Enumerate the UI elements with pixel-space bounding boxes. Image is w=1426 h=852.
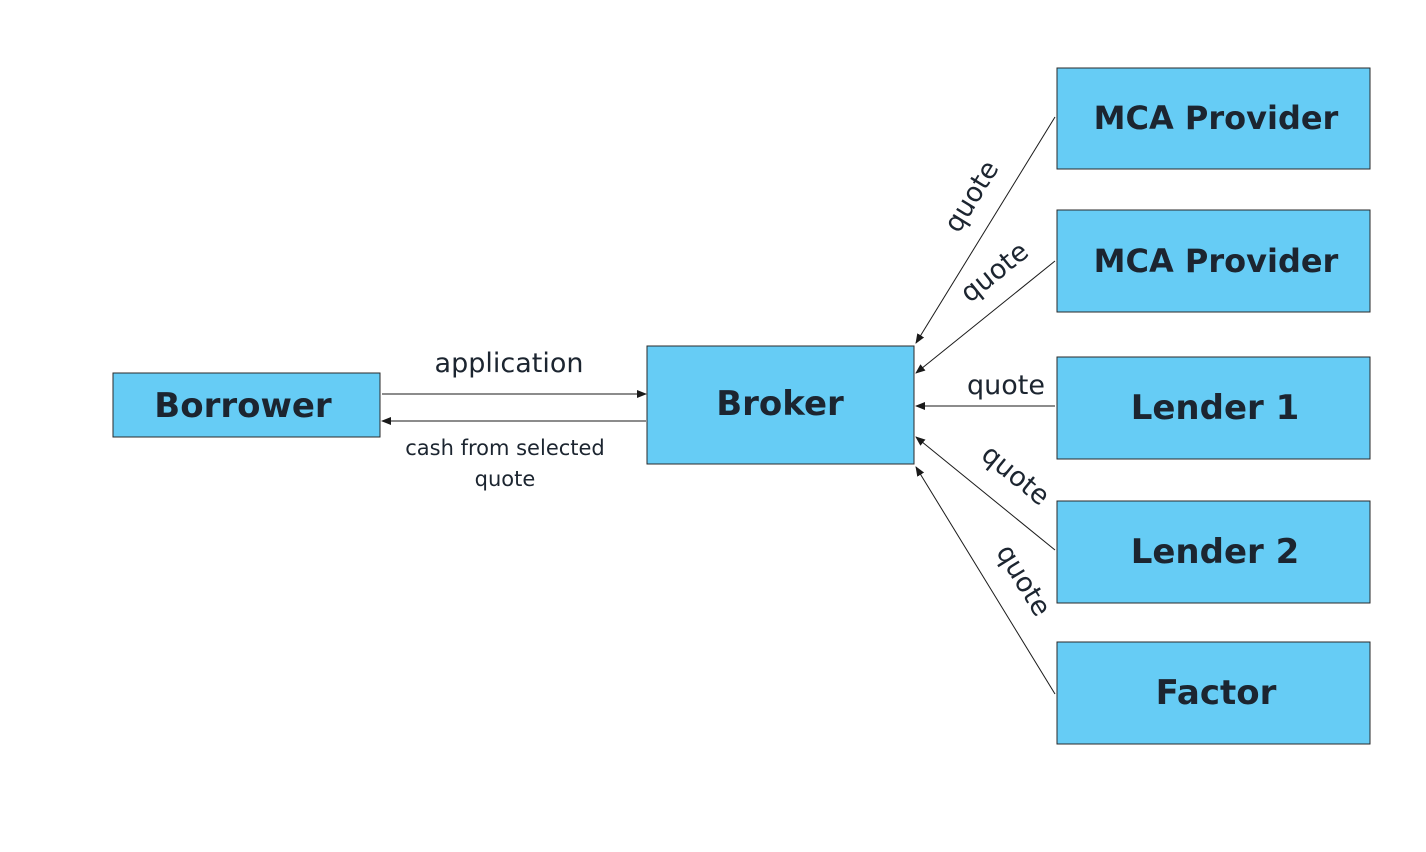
quote-label-mca-1: quote: [938, 155, 1005, 238]
broker-node: Broker: [646, 345, 915, 465]
mca-provider-2-node: MCA Provider: [1056, 209, 1371, 313]
factor-label: Factor: [1156, 673, 1277, 713]
cash-label-line-2: quote: [475, 467, 536, 491]
quote-arrow-lender-2: [915, 436, 1056, 551]
mca-provider-1-label: MCA Provider: [1094, 99, 1339, 137]
borrower-node: Borrower: [112, 372, 381, 438]
lender-1-label: Lender 1: [1131, 388, 1300, 428]
quote-label-factor: quote: [990, 539, 1057, 622]
cash-label-line-1: cash from selected: [405, 436, 605, 460]
broker-label: Broker: [716, 384, 844, 424]
quote-label-mca-2: quote: [955, 236, 1035, 309]
factor-node: Factor: [1056, 641, 1371, 745]
mca-provider-2-label: MCA Provider: [1094, 242, 1339, 280]
mca-provider-1-node: MCA Provider: [1056, 67, 1371, 170]
quote-arrow-mca-2: [915, 260, 1056, 374]
lender-1-node: Lender 1: [1056, 356, 1371, 460]
quote-arrow-factor: [915, 466, 1056, 695]
borrower-label: Borrower: [154, 386, 332, 426]
quote-arrow-mca-1: [915, 116, 1056, 344]
lender-2-node: Lender 2: [1056, 500, 1371, 604]
quote-label-lender-2: quote: [975, 439, 1055, 512]
lender-2-label: Lender 2: [1131, 532, 1300, 572]
application-label: application: [435, 348, 584, 379]
quote-label-lender-1: quote: [967, 370, 1045, 401]
